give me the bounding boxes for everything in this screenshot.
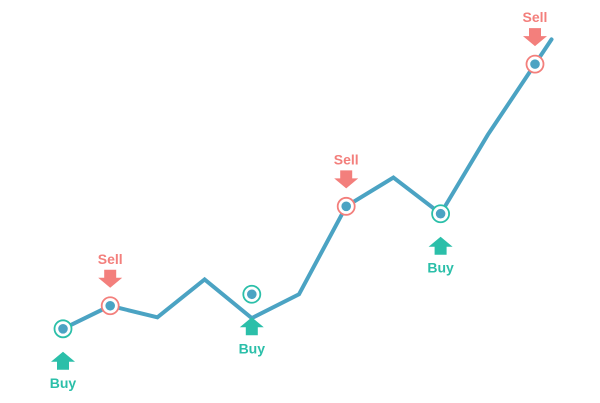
data-point [435, 208, 446, 219]
price-line-layer [61, 37, 554, 331]
data-point [105, 300, 115, 311]
buy-signal-1: Buy [50, 319, 77, 391]
buy-label: Buy [427, 260, 454, 276]
buy-signal-3: Buy [239, 284, 266, 356]
data-point [530, 59, 540, 69]
sell-signal-2: Sell [98, 251, 123, 316]
sell-signal-4: Sell [334, 151, 359, 216]
arrow-down-icon [334, 170, 359, 189]
buy-label: Buy [239, 340, 266, 356]
sell-label: Sell [334, 151, 359, 167]
arrow-up-icon [51, 351, 75, 370]
sell-label: Sell [98, 251, 123, 267]
buy-label: Buy [50, 375, 77, 391]
price-line [61, 37, 554, 331]
buy-signal-5: Buy [427, 204, 454, 276]
arrow-up-icon [428, 236, 453, 255]
data-point [341, 201, 352, 212]
arrow-down-icon [523, 28, 547, 47]
data-point [247, 289, 257, 300]
arrow-down-icon [98, 269, 123, 288]
sell-label: Sell [523, 9, 548, 25]
data-point [58, 324, 68, 334]
sell-signal-6: Sell [523, 9, 548, 74]
arrow-up-icon [239, 317, 264, 336]
